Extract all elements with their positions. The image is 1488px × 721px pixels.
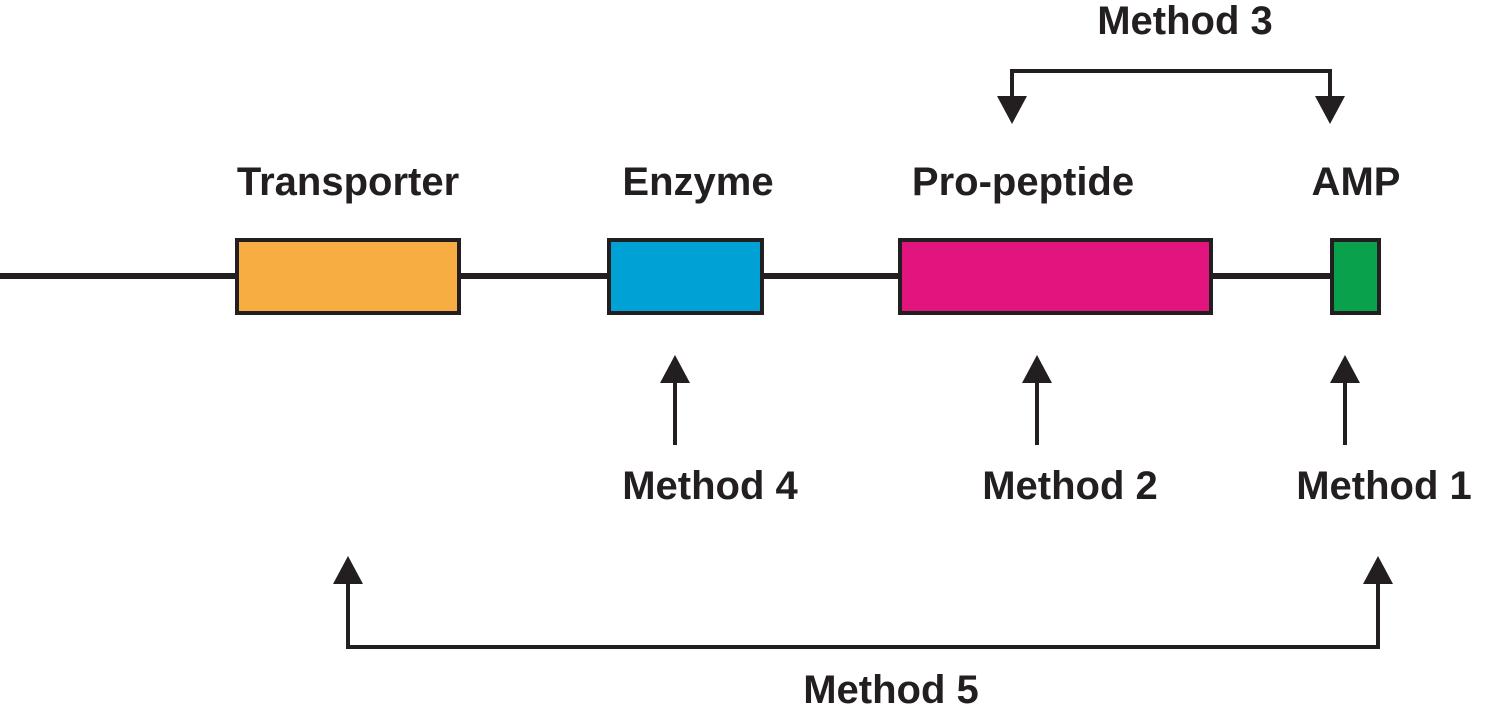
enzyme-gene-label: Enzyme [622,160,774,204]
method-1-label: Method 1 [1296,464,1472,508]
arrow-up-icon [1330,355,1360,383]
arrow-up-icon [1363,556,1393,584]
method-4-label: Method 4 [622,464,798,508]
arrow-down-icon [1315,96,1345,124]
method-3-bracket-line [1010,69,1332,73]
method-3-bracket-right-drop [1328,69,1332,100]
method-2-label: Method 2 [982,464,1158,508]
amp-gene-box [1330,238,1381,315]
pro-peptide-gene-box [898,238,1213,315]
method-3-bracket-left-drop [1010,69,1014,100]
method-5-bracket-line [346,645,1380,649]
amp-gene-label: AMP [1311,160,1401,204]
method-3-label: Method 3 [1097,0,1273,43]
method-1-arrow-shaft [1343,381,1347,445]
arrow-down-icon [997,96,1027,124]
arrow-up-icon [660,355,690,383]
arrow-up-icon [333,556,363,584]
method-5-bracket-left-rise [346,584,350,649]
transporter-gene-label: Transporter [236,160,460,204]
enzyme-gene-box [607,238,764,315]
transporter-gene-box [235,238,461,315]
arrow-up-icon [1022,355,1052,383]
pro-peptide-gene-label: Pro-peptide [911,160,1135,204]
method-2-arrow-shaft [1035,381,1039,445]
method-5-label: Method 5 [803,668,979,712]
method-5-bracket-right-rise [1376,584,1380,649]
method-4-arrow-shaft [673,381,677,445]
